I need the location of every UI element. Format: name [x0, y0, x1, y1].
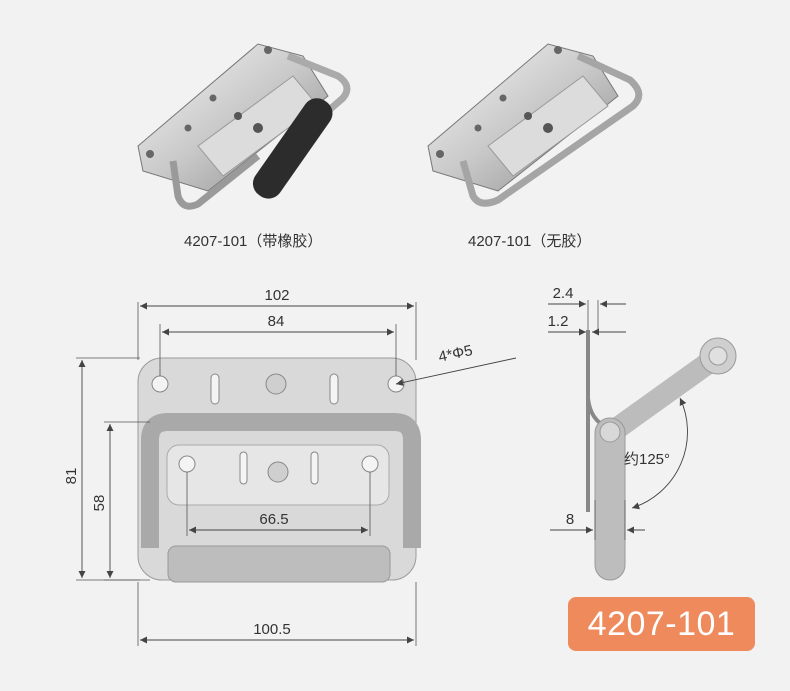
mount-hole: [151, 375, 169, 393]
center-hole: [265, 373, 287, 395]
dim-lower-hole-spacing: 66.5: [259, 511, 288, 528]
dim-overall-height: 81: [63, 468, 80, 485]
handle-raised: [601, 345, 729, 443]
slot: [239, 451, 248, 485]
slot: [329, 373, 339, 405]
dim-overall-width: 102: [264, 287, 289, 304]
slot: [310, 451, 319, 485]
dim-hole-spacing: 84: [268, 313, 285, 330]
handle-without-rubber-photo: [427, 43, 643, 207]
mount-hole: [361, 455, 379, 473]
model-number-badge: 4207-101: [568, 597, 755, 651]
caption-with-rubber: 4207-101（带橡胶）: [184, 233, 323, 250]
handle-grip: [167, 545, 391, 583]
handle-with-rubber-photo: [137, 43, 351, 210]
dim-handle-width: 100.5: [253, 621, 291, 638]
dim-handle-height: 58: [91, 495, 108, 512]
plate-profile: [586, 330, 617, 434]
dim-plate-thickness: 1.2: [548, 313, 569, 330]
dim-thickness-total: 2.4: [553, 285, 574, 302]
slot: [210, 373, 220, 405]
handle-loop: [141, 413, 421, 548]
handle-folded: [594, 417, 626, 581]
caption-without-rubber: 4207-101（无胶）: [468, 233, 592, 250]
front-view-drawing: 102 84 4*Φ5 81 58 66.5 100.5: [63, 287, 517, 646]
dim-rotation-angle: 约125°: [624, 451, 670, 468]
dim-rod-diameter: 8: [566, 511, 574, 528]
center-hole: [267, 461, 289, 483]
rotation-arc: [631, 397, 688, 510]
dim-hole-callout: 4*Φ5: [437, 342, 474, 366]
side-view-drawing: 2.4 1.2 8 约125°: [548, 285, 737, 581]
mount-hole: [178, 455, 196, 473]
